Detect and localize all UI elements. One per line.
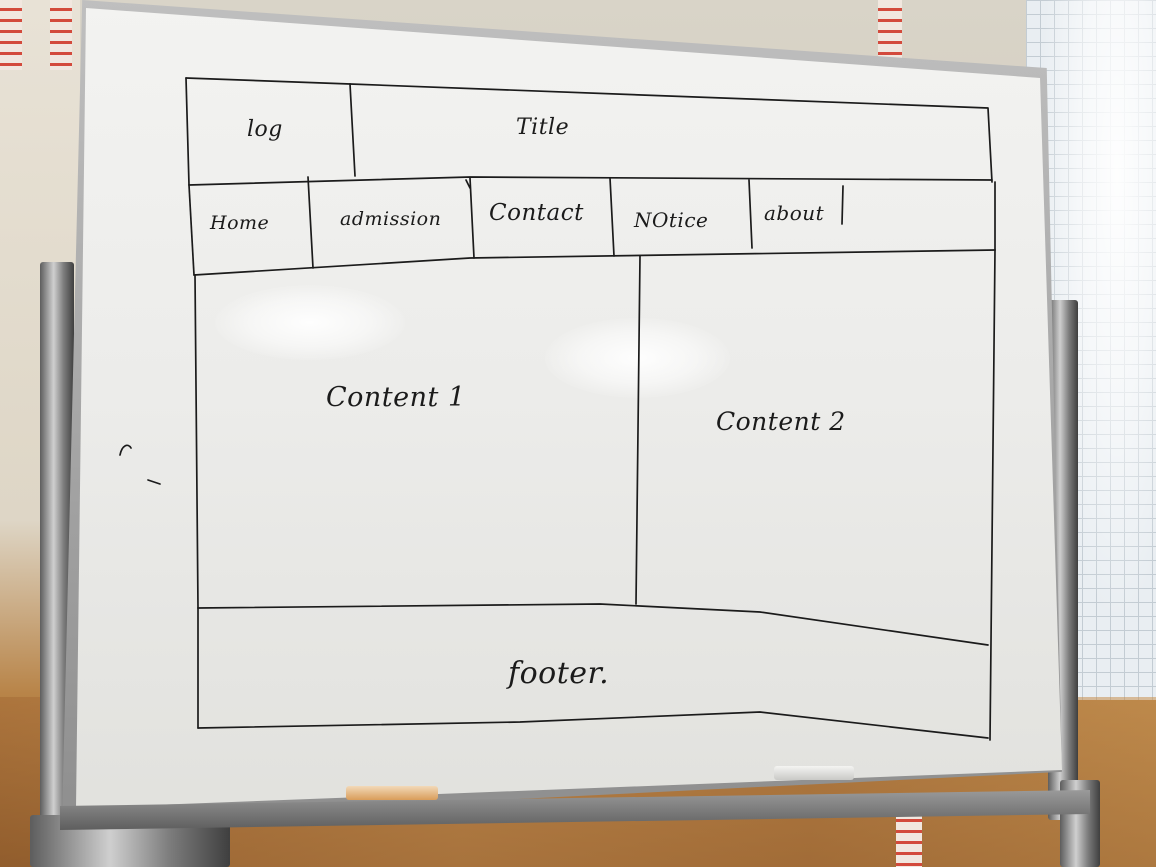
eraser[interactable] <box>346 786 438 800</box>
wall-decal-top <box>878 0 902 60</box>
wall-decal-left-2 <box>50 0 72 70</box>
light-glare-2 <box>545 318 730 398</box>
nav-item-home: Home <box>210 212 270 234</box>
wall-decal-left <box>0 0 22 70</box>
nav-item-contact: Contact <box>489 200 584 226</box>
footer-label: footer. <box>508 656 610 691</box>
nav-item-about: about <box>764 201 825 225</box>
content-1-label: Content 1 <box>326 382 466 413</box>
nav-item-admission: admission <box>340 208 442 230</box>
light-glare-1 <box>215 285 405 360</box>
content-2-label: Content 2 <box>716 407 846 436</box>
marker[interactable] <box>774 766 854 780</box>
nav-item-notice: NOtice <box>634 208 709 232</box>
logo-label: log <box>247 117 283 142</box>
title-label: Title <box>516 115 570 140</box>
